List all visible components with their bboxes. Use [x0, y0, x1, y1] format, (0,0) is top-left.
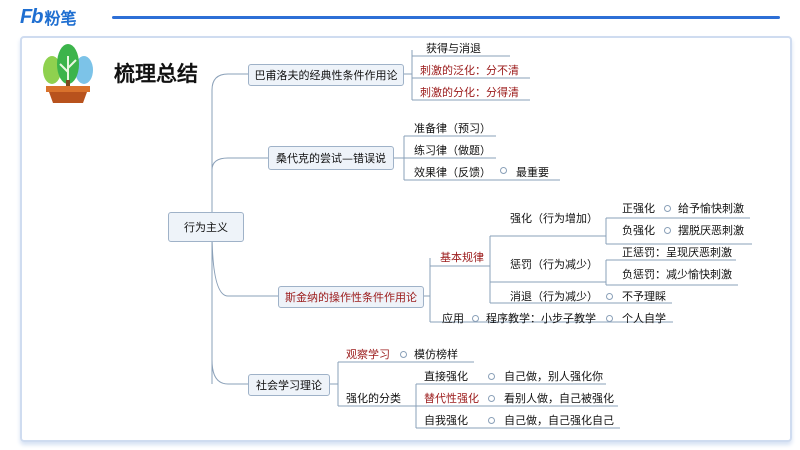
- thorndike-item-exercise: 练习律（做题）: [414, 144, 491, 157]
- thorndike-effect-note: 最重要: [516, 166, 549, 179]
- social-vicarious-note: 看别人做，自己被强化: [504, 392, 614, 405]
- social-self-reinforcement: 自我强化: [424, 414, 468, 427]
- thorndike-label: 桑代克的尝试—错误说: [276, 152, 386, 165]
- social-learning-node: 社会学习理论: [248, 374, 330, 396]
- skinner-extinction: 消退（行为减少）: [510, 290, 598, 303]
- root-label: 行为主义: [184, 221, 228, 234]
- connector-dot: [664, 205, 671, 212]
- thorndike-node: 桑代克的尝试—错误说: [268, 146, 394, 170]
- brand-logo: Fb 粉笔: [20, 5, 77, 29]
- skinner-negative-punishment: 负惩罚：减少愉快刺激: [622, 268, 732, 281]
- connector-dot: [488, 417, 495, 424]
- connector-dot: [500, 167, 507, 174]
- slide-frame: [20, 36, 792, 442]
- connector-dot: [400, 351, 407, 358]
- skinner-programmed-instruction: 程序教学：小步子教学: [486, 312, 596, 325]
- skinner-programmed-note: 个人自学: [622, 312, 666, 325]
- pavlov-item-discrimination: 刺激的分化：分得清: [420, 86, 519, 99]
- brand-name: 粉笔: [44, 9, 77, 28]
- brand-logo-text: Fb: [20, 5, 43, 28]
- social-direct-note: 自己做，别人强化你: [504, 370, 603, 383]
- thorndike-item-readiness: 准备律（预习）: [414, 122, 491, 135]
- social-learning-label: 社会学习理论: [256, 379, 322, 392]
- connector-dot: [488, 373, 495, 380]
- connector-dot: [664, 227, 671, 234]
- skinner-negative-reinforcement-note: 摆脱厌恶刺激: [678, 224, 744, 237]
- skinner-negative-reinforcement: 负强化: [622, 224, 655, 237]
- skinner-application: 应用: [442, 312, 464, 325]
- connector-dot: [606, 315, 613, 322]
- skinner-basic-laws: 基本规律: [440, 251, 484, 264]
- social-reinforcement-types: 强化的分类: [346, 392, 401, 405]
- social-direct-reinforcement: 直接强化: [424, 370, 468, 383]
- social-vicarious-reinforcement: 替代性强化: [424, 392, 479, 405]
- social-observational-learning: 观察学习: [346, 348, 390, 361]
- header-divider: [112, 16, 780, 19]
- skinner-reinforcement: 强化（行为增加）: [510, 212, 598, 225]
- connector-dot: [472, 315, 479, 322]
- potted-plant-icon: [43, 44, 93, 103]
- social-observational-note: 模仿榜样: [414, 348, 458, 361]
- skinner-node: 斯金纳的操作性条件作用论: [278, 286, 424, 308]
- pavlov-item-acquisition: 获得与消退: [426, 42, 481, 55]
- thorndike-item-effect: 效果律（反馈）: [414, 166, 491, 179]
- skinner-positive-punishment: 正惩罚：呈现厌恶刺激: [622, 246, 732, 259]
- skinner-punishment: 惩罚（行为减少）: [510, 258, 598, 271]
- social-self-note: 自己做，自己强化自己: [504, 414, 614, 427]
- connector-dot: [488, 395, 495, 402]
- pavlov-item-generalization: 刺激的泛化：分不清: [420, 64, 519, 77]
- root-node: 行为主义: [168, 212, 244, 242]
- page-title: 梳理总结: [114, 62, 198, 86]
- skinner-label: 斯金纳的操作性条件作用论: [285, 291, 417, 304]
- skinner-extinction-note: 不予理睬: [622, 290, 666, 303]
- skinner-positive-reinforcement-note: 给予愉快刺激: [678, 202, 744, 215]
- pavlov-label: 巴甫洛夫的经典性条件作用论: [254, 69, 398, 82]
- skinner-positive-reinforcement: 正强化: [622, 202, 655, 215]
- connector-dot: [606, 293, 613, 300]
- pavlov-node: 巴甫洛夫的经典性条件作用论: [248, 64, 404, 86]
